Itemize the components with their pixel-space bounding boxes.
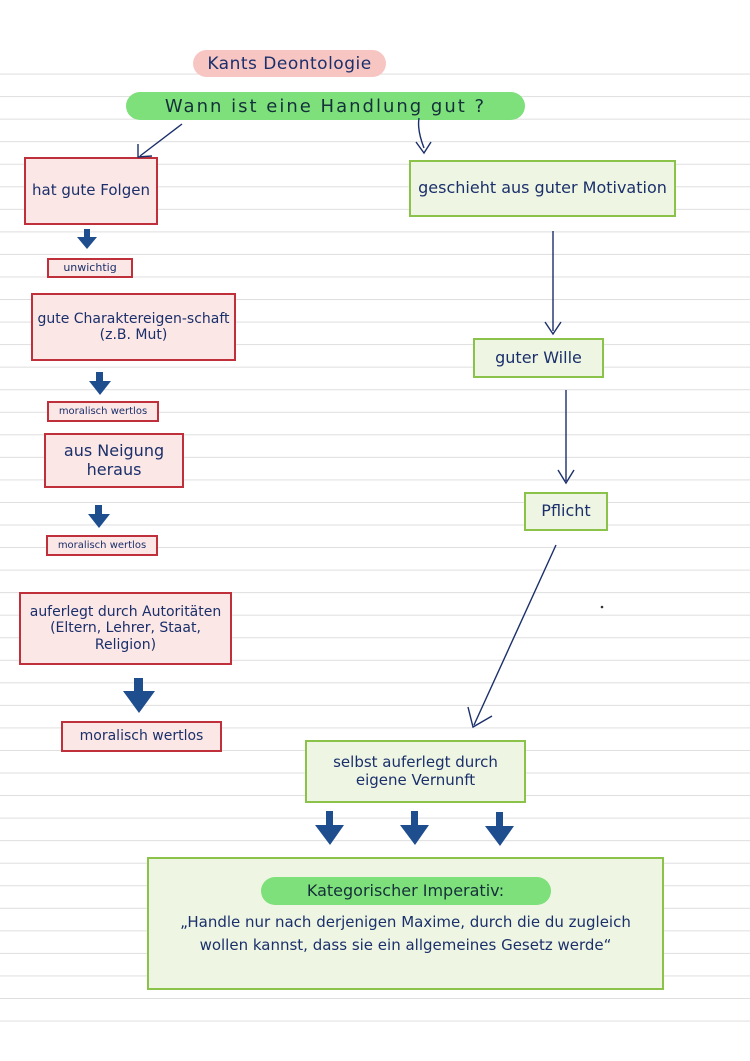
conclusion-heading-highlight: Kategorischer Imperativ:: [260, 877, 551, 905]
block-arrow-3: [88, 505, 110, 528]
block-arrow-1: [77, 229, 97, 249]
conclusion-heading: Kategorischer Imperativ:: [306, 880, 505, 900]
verdict-badge: moralisch wertlos: [61, 721, 222, 752]
box-label: gute Charaktereigen-schaft (z.B. Mut): [37, 310, 230, 343]
block-arrow-2: [89, 372, 111, 395]
block-arrow-triple-3: [485, 812, 514, 846]
ink-dot: [600, 605, 604, 609]
box-label: hat gute Folgen: [32, 181, 150, 200]
verdict-label: moralisch wertlos: [58, 405, 148, 417]
question-highlight: Wann ist eine Handlung gut ?: [126, 92, 525, 120]
block-arrow-triple-1: [315, 811, 344, 845]
verdict-badge: moralisch wertlos: [47, 401, 159, 422]
arrowhead-will-to-duty: [557, 469, 575, 485]
conclusion-box: Kategorischer Imperativ: „Handle nur nac…: [147, 857, 664, 990]
left-box-inclination: aus Neigung heraus: [44, 433, 184, 488]
verdict-label: moralisch wertlos: [79, 728, 204, 745]
right-box-duty: Pflicht: [524, 492, 608, 531]
arrow-question-to-right: [417, 117, 425, 149]
box-label: geschieht aus guter Motivation: [418, 178, 667, 198]
verdict-label: unwichtig: [63, 260, 117, 274]
arrow-duty-to-reason: [473, 544, 557, 726]
box-label: auferlegt durch Autoritäten (Eltern, Leh…: [29, 604, 222, 653]
arrowhead-motivation-to-will: [544, 321, 562, 336]
right-box-motivation: geschieht aus guter Motivation: [409, 160, 676, 217]
arrowhead-question-to-right: [415, 141, 432, 155]
block-arrow-4: [123, 678, 155, 713]
arrowhead-duty-to-reason: [467, 706, 493, 729]
verdict-badge: unwichtig: [47, 258, 133, 278]
categorical-imperative-quote: „Handle nur nach derjenigen Maxime, durc…: [149, 911, 662, 957]
left-box-authorities: auferlegt durch Autoritäten (Eltern, Leh…: [19, 592, 232, 665]
arrowhead-question-to-left: [137, 144, 153, 158]
verdict-badge: moralisch wertlos: [46, 535, 158, 556]
verdict-label: moralisch wertlos: [57, 539, 147, 551]
box-label: selbst auferlegt durch eigene Vernunft: [333, 753, 498, 789]
paper-bottom-margin: [0, 1022, 750, 1061]
box-label: Pflicht: [541, 501, 591, 521]
quote-text: „Handle nur nach derjenigen Maxime, durc…: [180, 913, 631, 954]
title-highlight: Kants Deontologie: [193, 50, 386, 77]
left-box-character: gute Charaktereigen-schaft (z.B. Mut): [31, 293, 236, 361]
arrow-question-to-left: [139, 123, 183, 157]
page-title: Kants Deontologie: [207, 53, 372, 74]
box-label: guter Wille: [495, 347, 582, 367]
right-box-self-imposed: selbst auferlegt durch eigene Vernunft: [305, 740, 526, 803]
box-label: aus Neigung heraus: [63, 441, 165, 479]
main-question: Wann ist eine Handlung gut ?: [164, 95, 487, 117]
left-box-consequences: hat gute Folgen: [24, 157, 158, 225]
right-box-good-will: guter Wille: [473, 338, 604, 378]
block-arrow-triple-2: [400, 811, 429, 845]
